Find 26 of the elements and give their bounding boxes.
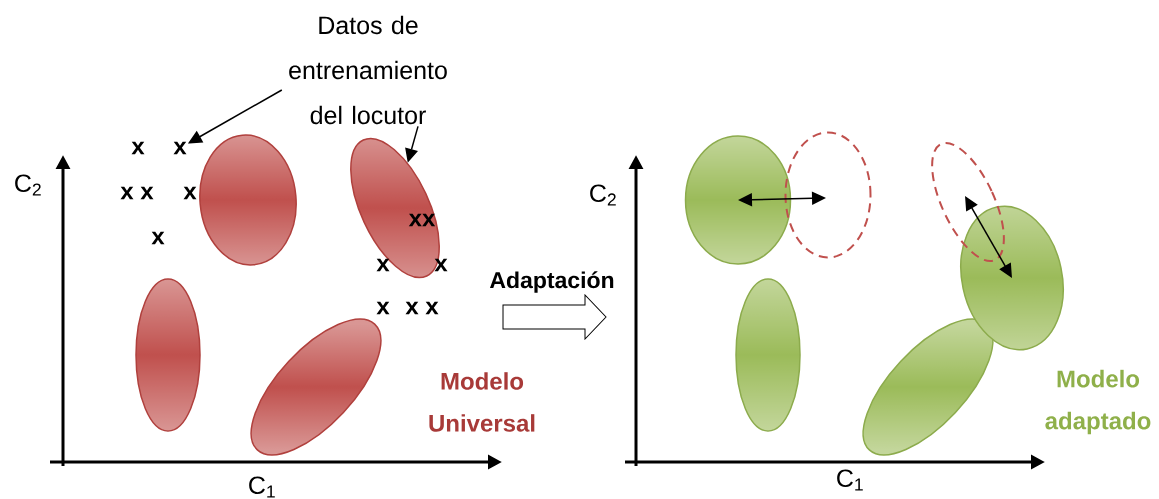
- data-point: x x: [120, 186, 154, 200]
- data-point: x x: [405, 301, 439, 315]
- caption-text: Datos de entrenamiento del locutor: [289, 15, 447, 125]
- ellipse: [684, 135, 792, 265]
- ellipse: [960, 205, 1064, 351]
- data-point: x: [434, 258, 448, 272]
- data-point: x: [151, 231, 165, 245]
- data-point: x: [173, 141, 187, 155]
- ellipse: [135, 278, 201, 432]
- data-point: x: [376, 258, 390, 272]
- axis-label: C$_{1}$: [837, 469, 863, 491]
- ellipse: [735, 278, 801, 432]
- data-point: xx: [408, 213, 436, 227]
- axis-label: C$_{1}$: [249, 476, 275, 498]
- ellipse: [250, 318, 382, 456]
- axis-label: C$_{2}$: [15, 174, 41, 196]
- displacement-arrow: [965, 196, 1012, 278]
- data-point: x: [376, 301, 390, 315]
- model-label: Modelo Universal: [429, 372, 535, 432]
- data-point: x: [131, 141, 145, 155]
- model-label: Modelo adaptado: [1045, 369, 1151, 435]
- adaptation-label: Adaptación: [489, 271, 614, 293]
- axis-label: C$_{2}$: [590, 184, 616, 206]
- ellipse: [199, 134, 297, 266]
- dashed-ellipse: [784, 131, 872, 259]
- ellipse: [862, 318, 994, 456]
